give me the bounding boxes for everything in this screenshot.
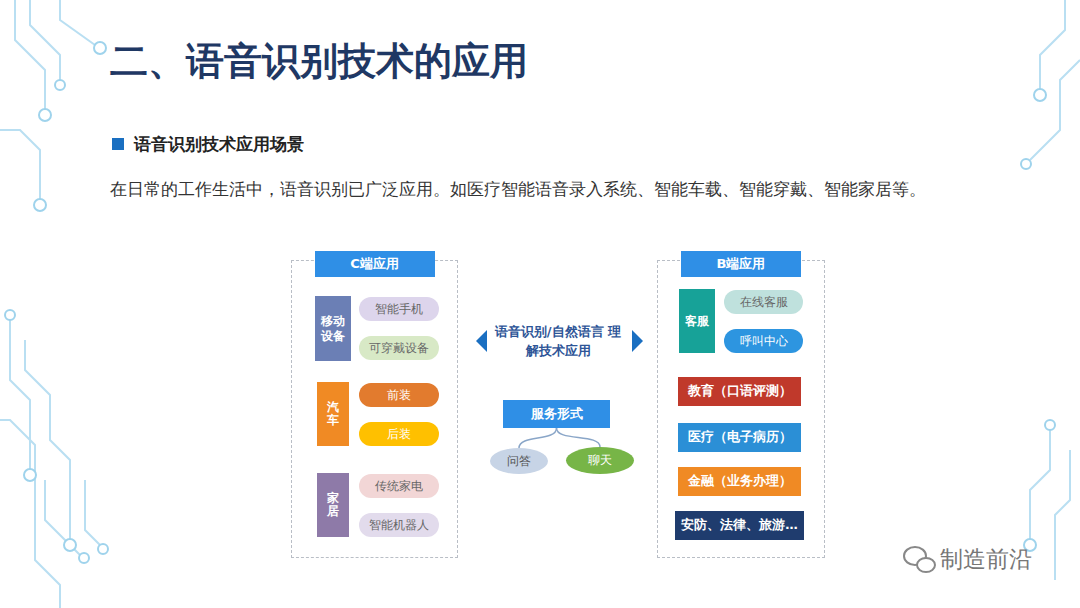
panel-tab: C端应用 (315, 251, 435, 277)
circuit-pad (55, 80, 65, 90)
circuit-pad (98, 544, 108, 554)
sector-bar: 教育（口语评测） (678, 377, 801, 406)
circuit-pad (24, 469, 36, 481)
node-text: 智能机器人 (369, 517, 429, 534)
node-text: 可穿戴设备 (369, 340, 429, 357)
circuit-pad (39, 109, 51, 121)
node-text: 安防、法律、旅游… (681, 517, 798, 534)
circuit-line (60, 0, 95, 45)
c-end-panel: C端应用移动设备智能手机可穿戴设备汽车前装后装家居传统家电智能机器人 (291, 260, 458, 558)
connector (557, 428, 601, 447)
circuit-line (45, 480, 80, 555)
item-pill: 在线客服 (724, 290, 803, 314)
service-ellipse: 聊天 (566, 447, 634, 474)
circuit-line (1030, 430, 1050, 540)
node-text: 客服 (685, 314, 709, 329)
b-end-panel: B端应用客服在线客服呼叫中心教育（口语评测）医疗（电子病历）金融（业务办理）安防… (657, 260, 825, 558)
sector-bar: 安防、法律、旅游… (675, 511, 804, 540)
circuit-line (30, 0, 60, 80)
section-heading: 语音识别技术应用场景 (134, 133, 304, 156)
wechat-icon (904, 547, 935, 572)
node-text: 智能手机 (375, 301, 423, 318)
circuit-pad (64, 539, 76, 551)
node-text: 移动设备 (321, 314, 345, 344)
node-text: 家居 (327, 492, 339, 518)
circuit-pad (1045, 420, 1055, 430)
node-text: 在线客服 (740, 294, 788, 311)
sector-bar: 医疗（电子病历） (678, 423, 801, 452)
node-text: 教育（口语评测） (688, 383, 792, 400)
item-pill: 呼叫中心 (724, 329, 803, 353)
body-paragraph: 在日常的工作生活中，语音识别已广泛应用。如医疗智能语音录入系统、智能车载、智能穿… (110, 174, 960, 205)
node-text: 聊天 (588, 452, 612, 469)
item-pill: 传统家电 (359, 474, 439, 498)
circuit-line (0, 130, 40, 200)
group-label: 家居 (317, 473, 349, 537)
slide-title: 二、语音识别技术的应用 (110, 36, 528, 87)
circuit-line (25, 340, 70, 540)
service-ellipse: 问答 (490, 448, 548, 474)
circuit-pad (94, 42, 106, 54)
group-label: 移动设备 (315, 296, 351, 361)
node-text: 金融（业务办理） (688, 473, 792, 490)
panel-tab: B端应用 (681, 251, 801, 277)
circuit-pad (1021, 159, 1031, 169)
circuit-pads (5, 42, 1055, 563)
node-text: 后装 (387, 426, 411, 443)
item-pill: 前装 (359, 383, 439, 407)
node-text: 服务形式 (531, 406, 583, 423)
service-box: 服务形式 (503, 400, 610, 428)
node-text: 传统家电 (375, 478, 423, 495)
item-pill: 智能机器人 (359, 513, 439, 537)
group-label: 汽车 (317, 382, 349, 446)
circuit-line (0, 420, 60, 608)
group-label: 客服 (679, 289, 715, 353)
node-text: 医疗（电子病历） (688, 429, 792, 446)
circuit-line (1030, 60, 1080, 160)
circuit-pad (1034, 89, 1046, 101)
circuit-line (10, 320, 30, 470)
node-text: 问答 (507, 453, 531, 470)
circuit-line (1040, 0, 1065, 90)
circuit-line (1055, 450, 1070, 580)
node-text: 前装 (387, 387, 411, 404)
bullet-square (112, 138, 124, 150)
circuit-line (85, 480, 100, 545)
circuit-pad (79, 553, 89, 563)
left-triangle (476, 330, 487, 352)
center-caption: 语音识别/自然语言 理解技术应用 (494, 322, 622, 360)
node-text: 呼叫中心 (740, 333, 788, 350)
circuit-pad (5, 310, 15, 320)
sector-bar: 金融（业务办理） (678, 467, 801, 496)
connector (519, 428, 557, 448)
circuit-pad (34, 199, 46, 211)
right-triangle (632, 330, 643, 352)
item-pill: 可穿戴设备 (359, 336, 439, 360)
node-text: 汽车 (327, 401, 339, 427)
wechat-bubble (917, 558, 935, 572)
watermark: 制造前沿 (940, 544, 1032, 575)
item-pill: 智能手机 (359, 297, 439, 321)
item-pill: 后装 (359, 422, 439, 446)
